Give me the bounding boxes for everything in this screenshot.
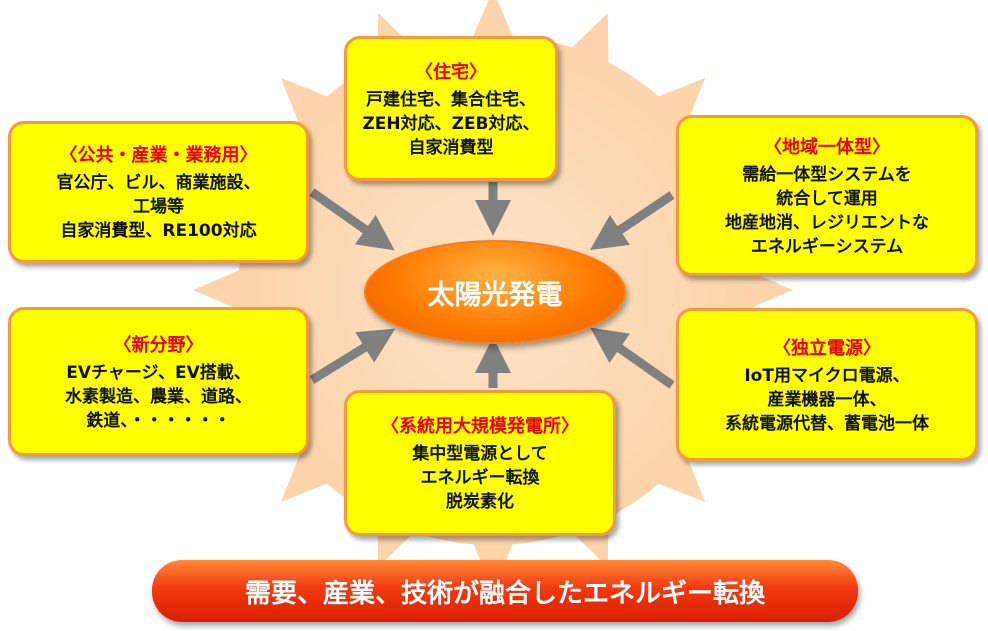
box-line: ZEH対応、ZEB対応、	[362, 113, 540, 134]
sun-ray	[280, 440, 343, 503]
arrow-from-public	[309, 188, 395, 251]
box-line: 鉄道、・・・・・・	[86, 410, 231, 431]
box-title: 〈系統用大規模発電所〉	[381, 416, 579, 437]
bottom-banner: 需要、産業、技術が融合したエネルギー転換	[152, 560, 858, 622]
arrow-from-new-fields	[309, 328, 396, 384]
box-housing: 〈住宅〉 戸建住宅、集合住宅、 ZEH対応、ZEB対応、 自家消費型	[344, 36, 558, 181]
box-line: 水素製造、農業、道路、	[65, 386, 252, 407]
box-line: エネルギー転換	[420, 468, 540, 488]
box-line: 脱炭素化	[446, 492, 514, 512]
arrows	[309, 182, 675, 389]
box-line: エネルギーシステム	[750, 236, 904, 257]
box-grid: 〈系統用大規模発電所〉 集中型電源として エネルギー転換 脱炭素化	[344, 390, 616, 536]
box-title: 〈独立電源〉	[773, 337, 881, 359]
box-line: IoT用マイクロ電源、	[744, 365, 910, 386]
box-line: 工場等	[133, 197, 184, 217]
box-line: 集中型電源として	[412, 444, 548, 464]
box-title: 〈住宅〉	[415, 61, 487, 83]
box-line: 地産地消、レジリエントな	[725, 212, 929, 233]
sun-ray	[280, 77, 343, 140]
box-line: 官公庁、ビル、商業施設、	[56, 173, 261, 193]
box-independent: 〈独立電源〉 IoT用マイクロ電源、 産業機器一体、 系統電源代替、蓄電池一体	[676, 308, 978, 461]
box-new-fields: 〈新分野〉 EVチャージ、EV搭載、 水素製造、農業、道路、 鉄道、・・・・・・	[8, 307, 309, 456]
sun-ray	[643, 440, 706, 503]
box-line: 自家消費型	[408, 137, 494, 158]
arrow-from-independent	[590, 327, 675, 389]
box-public: 〈公共・産業・業務用〉 官公庁、ビル、商業施設、 工場等 自家消費型、RE100…	[8, 121, 309, 263]
box-line: 自家消費型、RE100対応	[60, 221, 257, 241]
box-line: 系統電源代替、蓄電池一体	[725, 413, 929, 434]
box-regional: 〈地域一体型〉 需給一体型システムを 統合して運用 地産地消、レジリエントな エ…	[676, 115, 978, 276]
box-line: 産業機器一体、	[767, 389, 887, 410]
sun-ray	[643, 77, 706, 140]
box-line: EVチャージ、EV搭載、	[66, 362, 251, 383]
box-title: 〈公共・産業・業務用〉	[59, 145, 258, 166]
box-title: 〈地域一体型〉	[764, 136, 890, 158]
box-line: 統合して運用	[776, 188, 878, 209]
box-line: 需給一体型システムを	[742, 164, 912, 185]
arrow-from-regional	[590, 191, 675, 251]
box-title: 〈新分野〉	[113, 334, 204, 356]
box-line: 戸建住宅、集合住宅、	[366, 89, 536, 110]
center-ellipse-solar-power: 太陽光発電	[364, 240, 626, 344]
